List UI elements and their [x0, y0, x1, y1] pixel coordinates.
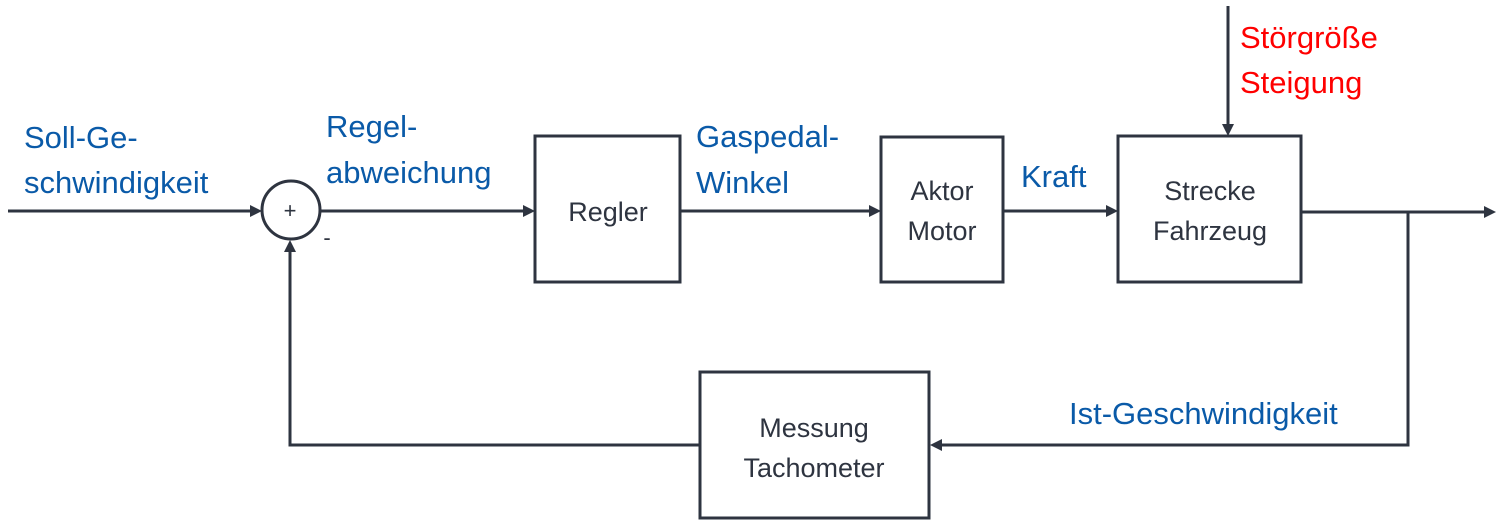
sensor-block — [698, 370, 931, 520]
controller-label: Regler — [568, 197, 648, 227]
error-label-2: abweichung — [326, 155, 491, 190]
disturbance-label-1: Störgröße — [1240, 20, 1378, 55]
summing-junction — [260, 179, 322, 241]
arrowhead-into-actuator — [869, 205, 881, 217]
arrowhead-output — [1484, 206, 1496, 218]
actuator-label-2: Motor — [907, 216, 976, 246]
sensor-label-2: Tachometer — [743, 453, 884, 483]
minus-sign: - — [323, 225, 330, 250]
plus-sign: + — [284, 198, 297, 223]
actuator-label-1: Aktor — [910, 176, 973, 206]
feedback-line — [940, 212, 1410, 447]
arrowhead-into-sensor — [930, 439, 942, 451]
actuator-block — [879, 135, 1005, 284]
arrowhead-into-sum — [250, 205, 262, 217]
pedal-label-1: Gaspedal- — [696, 119, 839, 154]
controller-block — [533, 134, 682, 284]
feedback-return-line — [288, 250, 700, 447]
arrowhead-into-plant — [1106, 205, 1118, 217]
plant-label-1: Strecke — [1164, 176, 1256, 206]
sensor-label-1: Messung — [759, 413, 869, 443]
error-label-1: Regel- — [326, 109, 417, 144]
setpoint-label-1: Soll-Ge- — [24, 120, 138, 155]
disturbance-label-2: Steigung — [1240, 65, 1362, 100]
plant-label-2: Fahrzeug — [1153, 216, 1267, 246]
setpoint-label-2: schwindigkeit — [24, 165, 209, 200]
pedal-label-2: Winkel — [696, 165, 789, 200]
arrowhead-into-sum-feedback — [284, 240, 296, 252]
actual-speed-label: Ist-Geschwindigkeit — [1069, 396, 1338, 431]
force-label: Kraft — [1021, 159, 1087, 194]
plant-block — [1116, 134, 1303, 284]
arrowhead-into-controller — [523, 205, 535, 217]
arrowhead-disturbance — [1222, 124, 1234, 136]
